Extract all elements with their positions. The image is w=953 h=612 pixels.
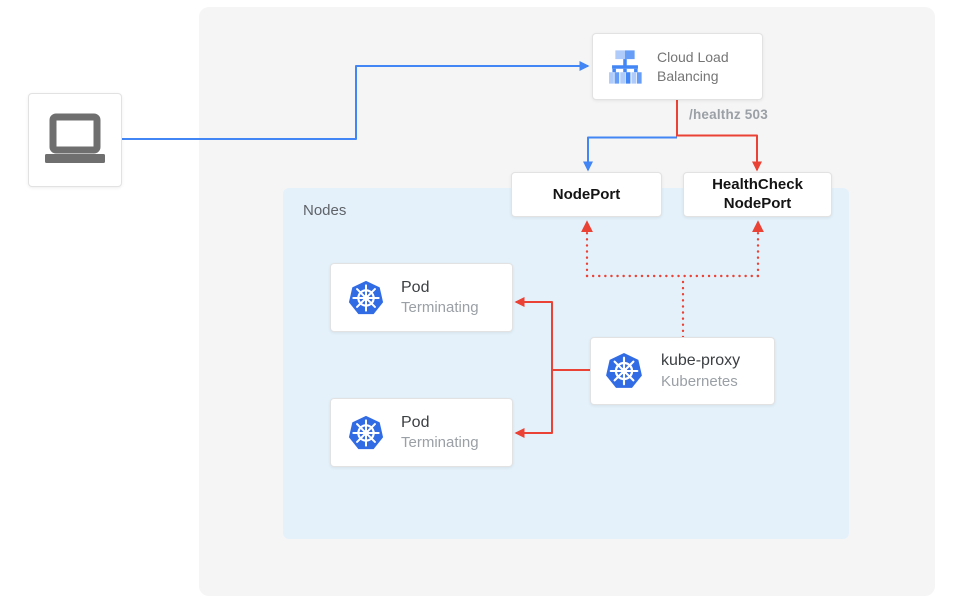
nodeport-node: NodePort [511, 172, 662, 217]
kubernetes-icon [348, 415, 384, 449]
nodeport-label: NodePort [552, 186, 621, 203]
healthz-status-label: /healthz 503 [689, 107, 768, 122]
nodes-container-label: Nodes [303, 202, 347, 219]
cloud-load-balancing-icon [609, 49, 642, 84]
kube-proxy-subtitle: Kubernetes [661, 372, 738, 390]
cloud-load-balancing-node: Cloud Load Balancing [592, 33, 763, 100]
kubernetes-icon [606, 352, 642, 388]
kubernetes-icon [348, 280, 384, 314]
client-device [28, 93, 122, 187]
kube-proxy-node: kube-proxy Kubernetes [590, 337, 775, 405]
kube-proxy-title: kube-proxy [661, 352, 741, 370]
pod-node-1: Pod Terminating [330, 263, 513, 332]
pod-title: Pod [401, 413, 430, 431]
laptop-icon [45, 113, 105, 163]
pod-node-2: Pod Terminating [330, 398, 513, 467]
cloud-load-balancing-label: Cloud Load Balancing [657, 48, 729, 84]
pod-status: Terminating [401, 299, 479, 317]
pod-status: Terminating [401, 434, 479, 452]
pod-title: Pod [401, 278, 430, 296]
healthcheck-nodeport-node: HealthCheck NodePort [683, 172, 832, 217]
healthcheck-nodeport-label: HealthCheck NodePort [712, 175, 803, 212]
